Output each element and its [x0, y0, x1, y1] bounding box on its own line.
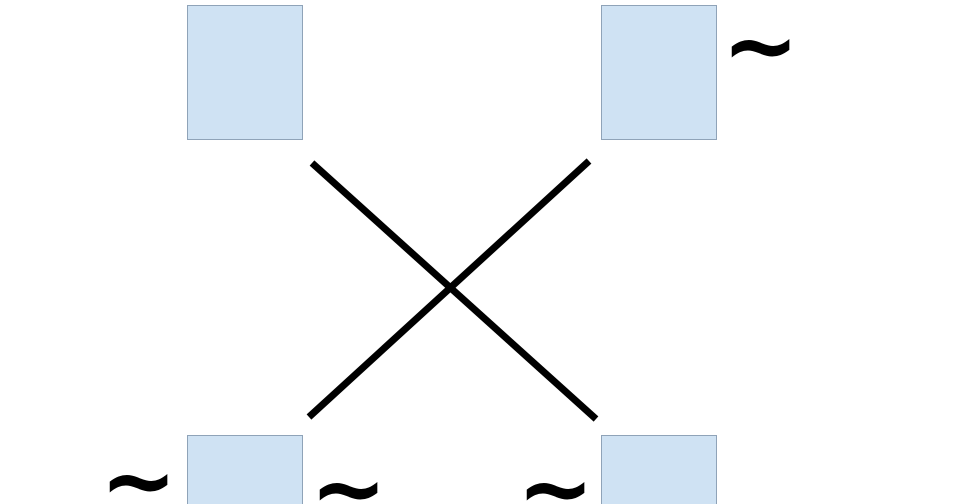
tilde-symbol-bottom-inner-left: ~ — [310, 435, 388, 504]
tilde-symbol-top-right: ~ — [722, 0, 800, 99]
diagonal-line-right-to-left — [306, 158, 592, 420]
box-top-right — [601, 5, 717, 140]
box-bottom-right — [601, 435, 717, 504]
tilde-symbol-bottom-outer-left: ~ — [100, 427, 178, 504]
box-bottom-left — [187, 435, 303, 504]
box-top-left — [187, 5, 303, 140]
diagonal-line-left-to-right — [309, 160, 599, 422]
tilde-symbol-bottom-middle: ~ — [517, 435, 595, 504]
